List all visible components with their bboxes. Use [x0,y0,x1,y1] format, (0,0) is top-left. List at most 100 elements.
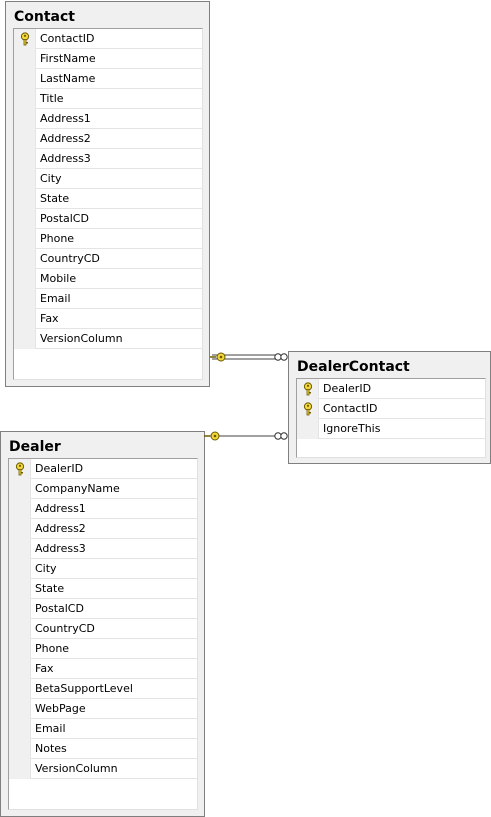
column-row[interactable]: IgnoreThis [297,419,485,439]
column-row[interactable]: State [9,579,197,599]
row-selector[interactable] [14,69,36,89]
column-name: Phone [40,232,75,245]
column-row[interactable]: CompanyName [9,479,197,499]
contact-table-title[interactable]: Contact [14,9,75,25]
column-row[interactable]: PostalCD [9,599,197,619]
column-row[interactable]: FirstName [14,49,202,69]
column-row[interactable]: Email [9,719,197,739]
column-name: VersionColumn [40,332,123,345]
column-row[interactable]: State [14,189,202,209]
row-selector[interactable] [14,49,36,69]
column-row[interactable]: Fax [9,659,197,679]
row-selector[interactable] [14,109,36,129]
row-selector[interactable] [14,89,36,109]
column-row[interactable]: DealerID [9,459,197,479]
column-row[interactable]: Email [14,289,202,309]
row-selector[interactable] [14,249,36,269]
column-row[interactable]: WebPage [9,699,197,719]
row-selector[interactable] [14,329,36,349]
column-row[interactable]: Address2 [9,519,197,539]
column-name: Address2 [40,132,91,145]
dealer-table-title[interactable]: Dealer [9,439,61,455]
row-selector[interactable] [14,149,36,169]
column-name: BetaSupportLevel [35,682,133,695]
dealercontact-table[interactable]: DealerContact DealerID ContactID IgnoreThi… [288,351,491,464]
row-selector[interactable] [9,539,31,559]
column-row[interactable]: Phone [9,639,197,659]
column-row[interactable]: ContactID [14,29,202,49]
row-selector[interactable] [9,499,31,519]
column-row[interactable]: LastName [14,69,202,89]
column-row[interactable]: Address1 [14,109,202,129]
row-selector[interactable] [9,599,31,619]
row-selector[interactable] [9,619,31,639]
column-row[interactable]: Address3 [9,539,197,559]
row-selector[interactable] [9,479,31,499]
column-name: Address3 [35,542,86,555]
column-row[interactable]: Notes [9,739,197,759]
column-row[interactable]: Address2 [14,129,202,149]
row-selector[interactable] [9,519,31,539]
column-row[interactable]: Phone [14,229,202,249]
infinity-icon [274,432,288,440]
row-selector[interactable] [9,559,31,579]
row-selector[interactable] [14,289,36,309]
row-selector[interactable] [14,269,36,289]
column-row[interactable]: PostalCD [14,209,202,229]
column-row[interactable]: CountryCD [9,619,197,639]
column-name: IgnoreThis [323,422,381,435]
column-name: Fax [40,312,59,325]
relationship-contact-dealercontact[interactable] [210,352,288,362]
row-selector[interactable] [14,229,36,249]
column-row[interactable]: City [14,169,202,189]
row-selector[interactable] [14,129,36,149]
row-selector[interactable] [9,459,31,479]
relationship-dealer-dealercontact[interactable] [204,431,288,441]
row-selector[interactable] [297,419,319,439]
column-row[interactable]: DealerID [297,379,485,399]
row-selector[interactable] [9,699,31,719]
column-row[interactable]: Fax [14,309,202,329]
column-row[interactable]: Mobile [14,269,202,289]
column-name: Notes [35,742,67,755]
row-selector[interactable] [9,679,31,699]
column-row[interactable]: BetaSupportLevel [9,679,197,699]
column-row[interactable]: ContactID [297,399,485,419]
key-icon [204,431,220,441]
row-selector[interactable] [9,719,31,739]
column-name: Address1 [40,112,91,125]
column-row[interactable]: VersionColumn [14,329,202,349]
column-row[interactable]: Address1 [9,499,197,519]
row-selector[interactable] [14,309,36,329]
column-name: Address3 [40,152,91,165]
column-name: PostalCD [40,212,89,225]
row-selector[interactable] [14,189,36,209]
column-name: Mobile [40,272,77,285]
column-row[interactable]: Title [14,89,202,109]
row-selector[interactable] [297,399,319,419]
row-selector[interactable] [14,209,36,229]
column-row[interactable]: Address3 [14,149,202,169]
row-selector[interactable] [14,169,36,189]
row-selector[interactable] [9,659,31,679]
column-row[interactable]: City [9,559,197,579]
row-selector[interactable] [9,579,31,599]
row-selector[interactable] [14,29,36,49]
row-selector[interactable] [9,739,31,759]
column-name: ContactID [323,402,378,415]
column-row[interactable]: VersionColumn [9,759,197,779]
row-selector[interactable] [297,379,319,399]
column-name: FirstName [40,52,96,65]
row-selector[interactable] [9,639,31,659]
dealercontact-table-title[interactable]: DealerContact [297,359,410,375]
column-row[interactable]: CountryCD [14,249,202,269]
row-selector[interactable] [9,759,31,779]
column-name: Email [35,722,66,735]
column-name: City [40,172,62,185]
column-name: State [35,582,65,595]
column-name: CountryCD [35,622,95,635]
